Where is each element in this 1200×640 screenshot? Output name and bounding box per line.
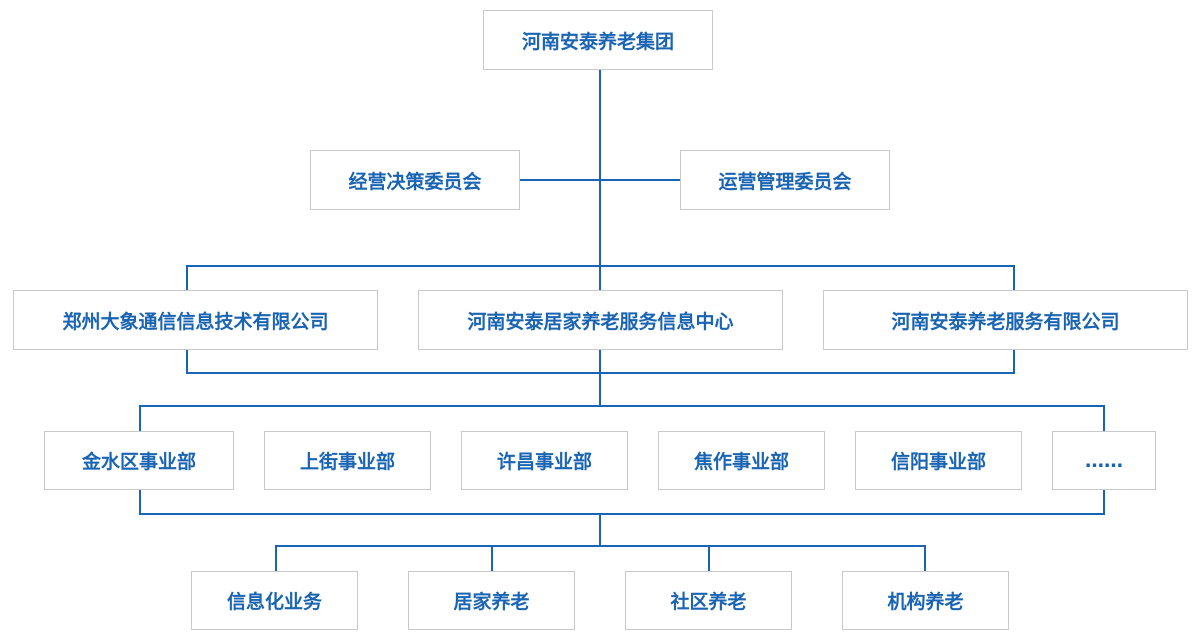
- node-company-1: 郑州大象通信信息技术有限公司: [13, 290, 378, 350]
- node-service-2: 居家养老: [408, 571, 575, 630]
- node-division-3: 许昌事业部: [461, 431, 628, 490]
- node-service-3: 社区养老: [625, 571, 792, 630]
- node-committee-decision: 经营决策委员会: [310, 150, 520, 210]
- node-root: 河南安泰养老集团: [483, 10, 713, 70]
- node-division-1: 金水区事业部: [44, 431, 234, 490]
- node-company-3: 河南安泰养老服务有限公司: [823, 290, 1188, 350]
- node-division-4: 焦作事业部: [658, 431, 825, 490]
- node-division-2: 上街事业部: [264, 431, 431, 490]
- node-company-2: 河南安泰居家养老服务信息中心: [418, 290, 783, 350]
- node-division-more: ……: [1052, 431, 1156, 490]
- node-service-4: 机构养老: [842, 571, 1009, 630]
- node-committee-operations: 运营管理委员会: [680, 150, 890, 210]
- node-division-5: 信阳事业部: [855, 431, 1022, 490]
- node-service-1: 信息化业务: [191, 571, 358, 630]
